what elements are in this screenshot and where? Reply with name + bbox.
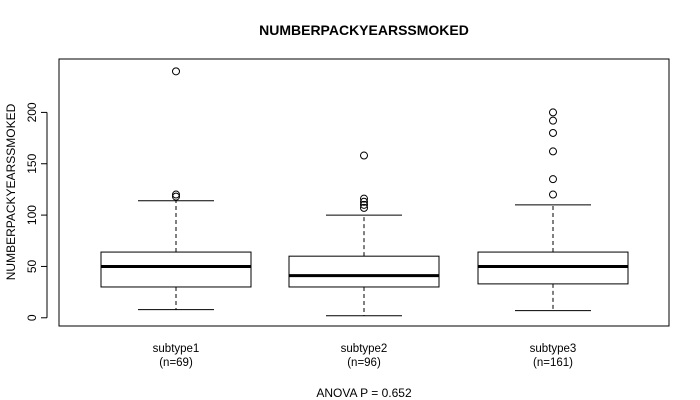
box-group-subtype2 [288, 151, 440, 317]
category-label-subtype3: subtype3 [530, 343, 577, 355]
outlier-point [360, 203, 368, 212]
plot-frame [58, 58, 670, 327]
box-group-subtype3 [477, 108, 629, 312]
y-tick-label-0: 0 [25, 314, 39, 321]
y-axis: 0 50 100 150 200 [25, 102, 48, 321]
category-count-subtype3: (n=161) [533, 357, 573, 369]
outlier-point [172, 67, 180, 76]
y-tick-label-150: 150 [25, 153, 39, 173]
y-tick-label-100: 100 [25, 205, 39, 225]
outlier-point [360, 197, 368, 206]
outlier-point [549, 175, 557, 184]
y-tick-label-200: 200 [25, 102, 39, 122]
outlier-point [172, 192, 180, 201]
outlier-point [360, 194, 368, 203]
outlier-point [360, 151, 368, 160]
iqr-box [288, 255, 440, 288]
category-count-subtype1: (n=69) [159, 357, 193, 369]
iqr-box [100, 251, 252, 288]
outlier-point [360, 200, 368, 209]
outlier-point [549, 147, 557, 156]
category-label-subtype1: subtype1 [153, 343, 200, 355]
box-groups [100, 67, 629, 317]
box-group-subtype1 [100, 67, 252, 311]
category-label-subtype2: subtype2 [341, 343, 388, 355]
outlier-point [172, 190, 180, 199]
outlier-point [549, 190, 557, 199]
anova-footnote: ANOVA P = 0.652 [316, 386, 412, 400]
chart-title: NUMBERPACKYEARSSMOKED [259, 22, 469, 38]
iqr-box [477, 251, 629, 285]
outlier-point [549, 108, 557, 117]
category-count-subtype2: (n=96) [347, 357, 381, 369]
outlier-point [549, 128, 557, 137]
x-category-labels: subtype1 (n=69) subtype2 (n=96) subtype3 (n=1… [153, 343, 577, 369]
y-tick-label-50: 50 [25, 259, 39, 273]
y-axis-label: NUMBERPACKYEARSSMOKED [4, 103, 18, 280]
outlier-point [549, 116, 557, 125]
